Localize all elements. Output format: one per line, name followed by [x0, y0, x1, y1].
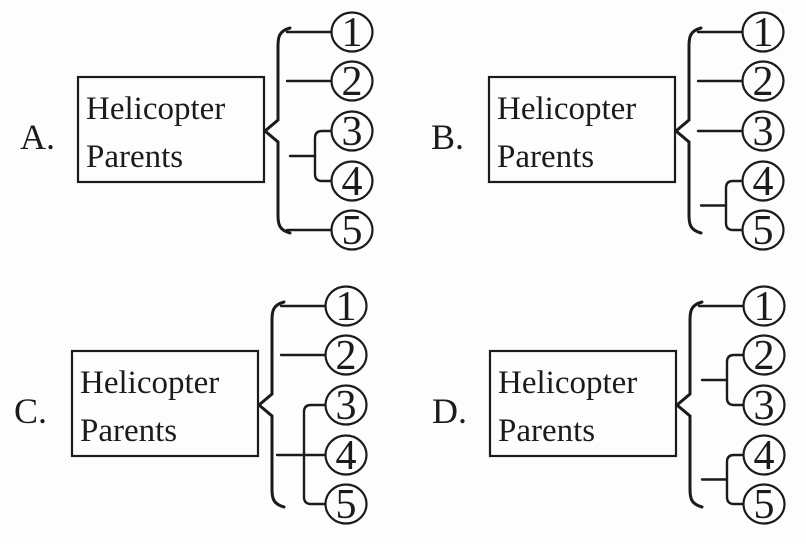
item-circle: [742, 384, 786, 426]
item-number: 5: [753, 208, 774, 254]
item-number: 1: [753, 10, 774, 56]
item-number: 3: [342, 109, 363, 155]
group-bracket: [725, 353, 746, 407]
item-number: 3: [336, 383, 357, 429]
item-circle: [742, 334, 786, 376]
group-bracket: [313, 129, 334, 183]
item-number: 5: [754, 482, 775, 528]
item-number: 2: [342, 59, 363, 105]
item-number: 2: [753, 59, 774, 105]
item-circle: [330, 160, 374, 202]
item-number: 1: [342, 10, 363, 56]
item-number: 3: [753, 109, 774, 155]
item-number: 4: [753, 159, 774, 205]
item-circle: [330, 110, 374, 152]
item-circle: [324, 334, 368, 376]
item-circle: [742, 285, 786, 327]
item-circle: [741, 160, 785, 202]
item-number: 1: [336, 284, 357, 330]
item-number: 1: [754, 284, 775, 330]
concept-box-line2: Parents: [498, 413, 595, 449]
item-circle: [324, 483, 368, 525]
concept-box: [76, 75, 266, 184]
item-circle: [742, 434, 786, 476]
item-number: 2: [336, 333, 357, 379]
item-number: 4: [336, 433, 357, 479]
option-label: A.: [20, 117, 55, 157]
item-number: 2: [754, 333, 775, 379]
option-label: B.: [431, 117, 464, 157]
concept-box-line1: Helicopter: [80, 365, 219, 401]
concept-box-line2: Parents: [80, 413, 177, 449]
option-label: C.: [14, 391, 47, 431]
item-number: 4: [342, 159, 363, 205]
item-circle: [741, 209, 785, 251]
concept-box: [70, 349, 260, 458]
item-circle: [324, 384, 368, 426]
concept-box: [487, 75, 677, 184]
group-bracket: [724, 179, 745, 232]
concept-box: [488, 349, 678, 458]
brace: [262, 26, 292, 235]
item-circle: [741, 60, 785, 102]
option-label: D.: [432, 391, 467, 431]
item-circle: [324, 285, 368, 327]
item-number: 5: [336, 482, 357, 528]
group-bracket: [725, 453, 746, 506]
brace: [674, 300, 704, 509]
item-circle: [741, 11, 785, 53]
concept-box-line1: Helicopter: [86, 91, 225, 127]
brace: [673, 26, 703, 235]
item-circle: [324, 434, 368, 476]
item-number: 3: [754, 383, 775, 429]
item-number: 5: [342, 208, 363, 254]
item-number: 4: [754, 433, 775, 479]
item-circle: [742, 483, 786, 525]
item-circle: [330, 11, 374, 53]
concept-box-line2: Parents: [497, 139, 594, 175]
brace: [256, 300, 286, 509]
concept-box-line1: Helicopter: [497, 91, 636, 127]
item-circle: [741, 110, 785, 152]
item-circle: [330, 209, 374, 251]
concept-box-line1: Helicopter: [498, 365, 637, 401]
concept-box-line2: Parents: [86, 139, 183, 175]
item-circle: [330, 60, 374, 102]
